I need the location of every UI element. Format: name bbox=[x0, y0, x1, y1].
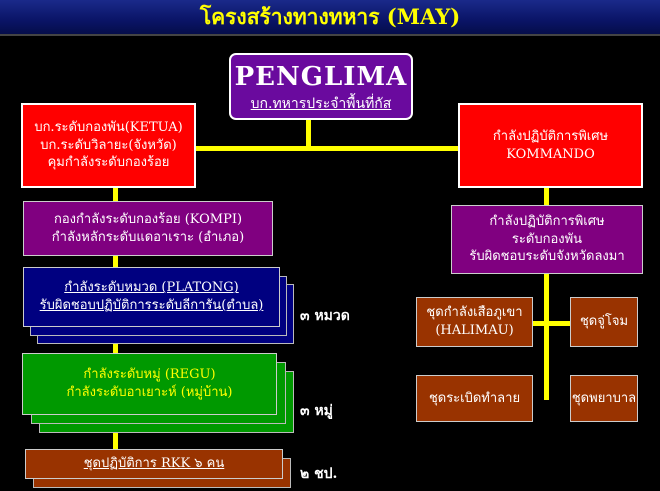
regu-box: กำลังระดับหมู่ (REGU) กำลังระดับอาเยาะห์… bbox=[22, 353, 277, 415]
penglima-subtitle: บก.ทหารประจำพื้นที่กัส bbox=[250, 95, 392, 112]
medic-label: ชุดพยาบาล bbox=[571, 390, 637, 406]
platong-box: กำลังระดับหมวด (PLATONG) รับผิดชอบปฏิบัต… bbox=[23, 267, 280, 327]
rkk-box: ชุดปฏิบัติการ RKK ๖ คน bbox=[25, 449, 283, 479]
connector-right-branch-1 bbox=[532, 321, 572, 326]
special-battalion-box: กำลังปฏิบัติการพิเศษ ระดับกองพัน รับผิดช… bbox=[451, 205, 643, 274]
title-bar: โครงสร้างทางทหาร (MAY) bbox=[0, 0, 660, 36]
connector-right-vertical-top bbox=[544, 186, 549, 206]
special-battalion-line2: ระดับกองพัน bbox=[511, 231, 583, 247]
halimau-box: ชุดกำลังเสือภูเขา (HALIMAU) bbox=[416, 297, 533, 347]
demolition-box: ชุดระเบิดทำลาย bbox=[416, 375, 533, 422]
platong-line1: กำลังระดับหมวด (PLATONG) bbox=[64, 280, 239, 296]
demolition-label: ชุดระเบิดทำลาย bbox=[428, 390, 521, 406]
penglima-box: PENGLIMA บก.ทหารประจำพื้นที่กัส bbox=[229, 53, 413, 120]
platong-count: ๓ หมวด bbox=[300, 308, 350, 324]
platong-line2: รับผิดชอบปฏิบัติการระดับลีการัน(ตำบล) bbox=[39, 298, 264, 313]
halimau-line1: ชุดกำลังเสือภูเขา bbox=[426, 305, 523, 321]
ketua-box: บก.ระดับกองพัน(KETUA) บก.ระดับวิลายะ(จัง… bbox=[21, 103, 196, 188]
rkk-label: ชุดปฏิบัติการ RKK ๖ คน bbox=[83, 456, 225, 472]
assault-label: ชุดจู่โจม bbox=[579, 314, 629, 330]
regu-line1: กำลังระดับหมู่ (REGU) bbox=[83, 367, 216, 383]
ketua-line3: คุมกำลังระดับกองร้อย bbox=[47, 155, 170, 171]
kommando-line2: KOMMANDO bbox=[506, 146, 595, 162]
ketua-line2: บก.ระดับวิลายะ(จังหวัด) bbox=[40, 137, 177, 153]
kommando-line1: กำลังปฏิบัติการพิเศษ bbox=[492, 128, 609, 144]
assault-box: ชุดจู่โจม bbox=[570, 297, 638, 347]
kompi-box: กองกำลังระดับกองร้อย (KOMPI) กำลังหลักระ… bbox=[23, 201, 273, 256]
page-title: โครงสร้างทางทหาร (MAY) bbox=[199, 3, 461, 29]
connector-right-vertical bbox=[544, 273, 549, 400]
special-battalion-line1: กำลังปฏิบัติการพิเศษ bbox=[489, 214, 605, 230]
connector-main-horizontal bbox=[190, 146, 460, 151]
connector-penglima-stem bbox=[306, 120, 311, 151]
rkk-count: ๒ ชป. bbox=[300, 466, 338, 482]
penglima-title: PENGLIMA bbox=[234, 61, 408, 92]
medic-box: ชุดพยาบาล bbox=[570, 375, 638, 422]
kompi-line2: กำลังหลักระดับแดอาเราะ (อำเภอ) bbox=[51, 229, 245, 245]
regu-count: ๓ หมู่ bbox=[300, 403, 333, 419]
special-battalion-line3: รับผิดชอบระดับจังหวัดลงมา bbox=[469, 249, 625, 265]
kompi-line1: กองกำลังระดับกองร้อย (KOMPI) bbox=[53, 211, 243, 227]
ketua-line1: บก.ระดับกองพัน(KETUA) bbox=[34, 120, 183, 136]
regu-line2: กำลังระดับอาเยาะห์ (หมู่บ้าน) bbox=[66, 385, 233, 400]
halimau-line2: (HALIMAU) bbox=[435, 323, 514, 338]
kommando-box: กำลังปฏิบัติการพิเศษ KOMMANDO bbox=[458, 103, 643, 188]
